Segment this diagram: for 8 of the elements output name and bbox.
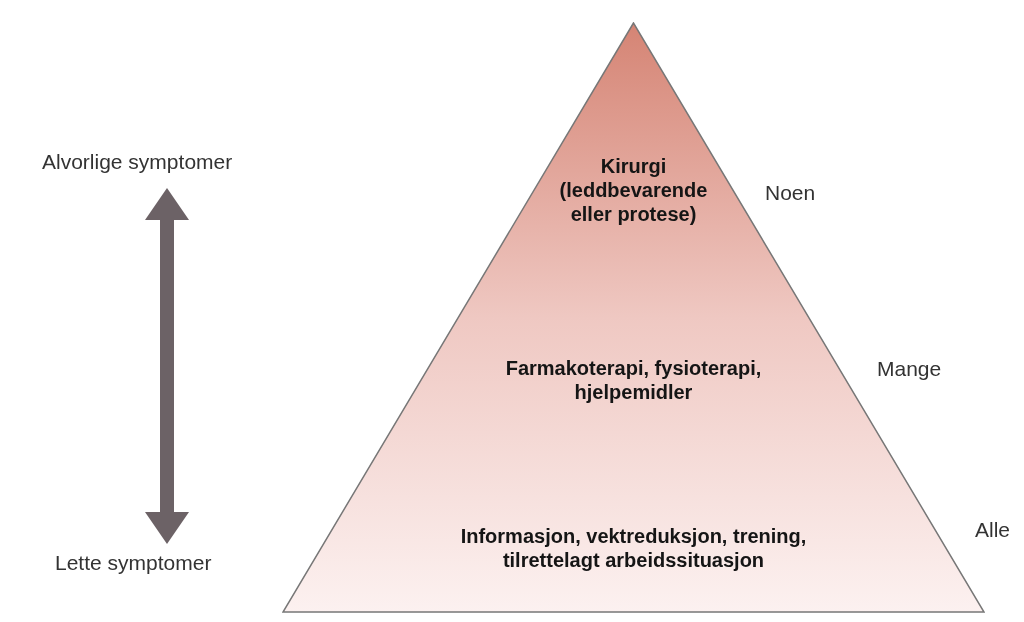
tier-text: Farmakoterapi, fysioterapi, hjelpemidler bbox=[504, 356, 763, 404]
tier-text: Kirurgi (leddbevarende eller protese) bbox=[558, 154, 709, 226]
side-label: Alvorlige symptomer bbox=[42, 150, 233, 174]
side-label: Alle bbox=[975, 518, 1011, 542]
side-label: Lette symptomer bbox=[55, 551, 212, 575]
side-label: Noen bbox=[765, 181, 816, 205]
tier-text: Informasjon, vektreduksjon, trening, tilrettelagt arbeidssituasjon bbox=[459, 524, 808, 572]
side-label: Mange bbox=[877, 357, 942, 381]
